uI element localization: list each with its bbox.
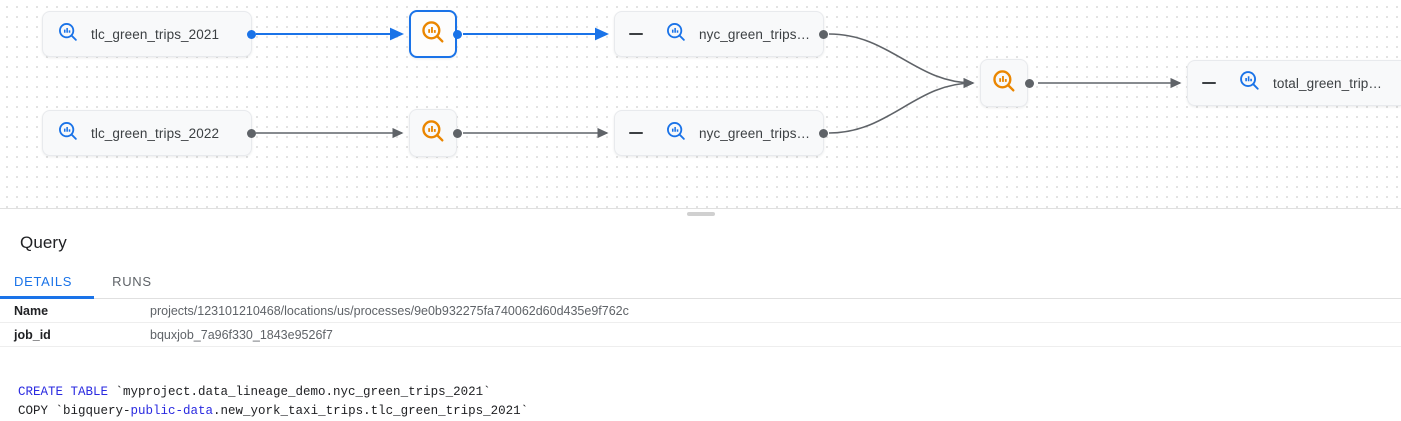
property-key: Name	[14, 303, 49, 318]
sql-line-2-pre: COPY `bigquery-	[18, 404, 131, 418]
node-output-port[interactable]	[819, 30, 828, 39]
lineage-node-label: nyc_green_trips…	[699, 125, 811, 141]
bigquery-table-icon	[665, 21, 687, 48]
lineage-node-nyc-green-trips-bottom[interactable]: nyc_green_trips…	[614, 110, 824, 156]
bigquery-table-icon	[57, 120, 79, 147]
node-output-port[interactable]	[247, 30, 256, 39]
lineage-node-process-2[interactable]	[409, 109, 457, 157]
lineage-node-nyc-green-trips-top[interactable]: nyc_green_trips…	[614, 11, 824, 57]
lineage-graph-canvas[interactable]: tlc_green_trips_2021 tlc_green_trips_202…	[0, 0, 1401, 208]
panel-tabs: DETAILS RUNS	[0, 267, 1401, 299]
splitter-grip-handle[interactable]	[686, 212, 715, 216]
sql-keyword-create-table: CREATE TABLE	[18, 385, 109, 399]
sql-line-2-rest: .new_york_taxi_trips.tlc_green_trips_202…	[213, 404, 529, 418]
bigquery-table-icon	[665, 120, 687, 147]
bigquery-process-icon	[991, 68, 1017, 99]
collapse-icon[interactable]	[629, 33, 643, 35]
lineage-node-process-merge[interactable]	[980, 59, 1028, 107]
bigquery-table-icon	[57, 21, 79, 48]
lineage-node-label: tlc_green_trips_2021	[91, 26, 220, 42]
property-value: projects/123101210468/locations/us/proce…	[150, 303, 629, 318]
collapse-icon[interactable]	[1202, 82, 1216, 84]
collapse-icon[interactable]	[629, 132, 643, 134]
sql-code-block: CREATE TABLE `myproject.data_lineage_dem…	[0, 369, 1401, 421]
lineage-node-label: nyc_green_trips…	[699, 26, 811, 42]
property-row-job-id: job_id bquxjob_7a96f330_1843e9526f7	[0, 323, 1401, 347]
property-row-name: Name projects/123101210468/locations/us/…	[0, 299, 1401, 323]
node-output-port[interactable]	[247, 129, 256, 138]
property-key: job_id	[14, 327, 51, 342]
details-panel: Query DETAILS RUNS Name projects/1231012…	[0, 221, 1401, 421]
lineage-node-tlc-green-trips-2021[interactable]: tlc_green_trips_2021	[42, 11, 252, 57]
lineage-node-label: tlc_green_trips_2022	[91, 125, 220, 141]
bigquery-process-icon	[420, 118, 446, 149]
property-value: bquxjob_7a96f330_1843e9526f7	[150, 327, 333, 342]
lineage-node-label: total_green_trip…	[1273, 75, 1383, 91]
tab-runs[interactable]: RUNS	[112, 274, 152, 289]
bigquery-process-icon	[420, 19, 446, 50]
lineage-node-total-green-trips[interactable]: total_green_trip…	[1187, 60, 1401, 106]
sql-keyword-public-data: public-data	[130, 404, 214, 418]
tab-details[interactable]: DETAILS	[0, 274, 95, 299]
bigquery-table-icon	[1238, 69, 1261, 97]
node-output-port[interactable]	[1025, 79, 1034, 88]
lineage-node-tlc-green-trips-2022[interactable]: tlc_green_trips_2022	[42, 110, 252, 156]
panel-splitter[interactable]	[0, 208, 1401, 221]
panel-title: Query	[20, 233, 67, 252]
lineage-node-process-1[interactable]	[409, 10, 457, 58]
node-output-port[interactable]	[453, 129, 462, 138]
sql-line-1-rest: `myproject.data_lineage_demo.nyc_green_t…	[108, 385, 491, 399]
node-output-port[interactable]	[819, 129, 828, 138]
node-output-port[interactable]	[453, 30, 462, 39]
